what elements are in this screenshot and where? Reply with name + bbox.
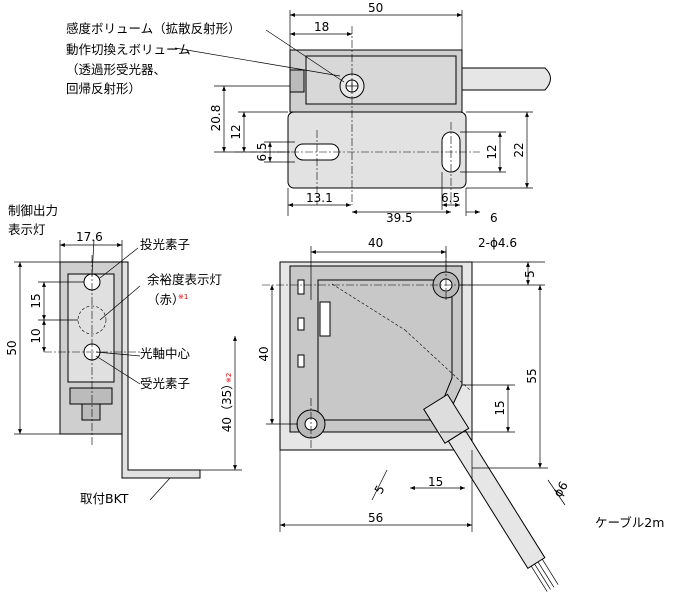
side-view bbox=[14, 239, 242, 501]
dim-top-width: 50 bbox=[368, 1, 383, 15]
dim-emitter-offset: 15 bbox=[29, 293, 43, 308]
label-output-indicator-1: 制御出力 bbox=[8, 203, 58, 218]
sensor-cover-top bbox=[305, 55, 457, 105]
dim-front-hole-vert: 40 bbox=[257, 346, 271, 361]
indicator-side bbox=[289, 69, 305, 93]
top-view bbox=[214, 10, 551, 216]
dim-side-height: 50 bbox=[5, 340, 19, 355]
dim-side-width: 17.6 bbox=[76, 230, 103, 244]
dim-cable-offset: 15 bbox=[493, 400, 507, 415]
label-sensitivity-volume: 感度ボリューム（拡散反射形） bbox=[66, 21, 241, 36]
front-view bbox=[262, 246, 566, 592]
label-cable: ケーブル2m bbox=[595, 515, 664, 530]
label-mode-volume-1: 動作切換えボリューム bbox=[66, 42, 191, 57]
label-emitter: 投光素子 bbox=[140, 237, 190, 252]
dim-slot-height: 6.5 bbox=[255, 142, 269, 161]
label-red: （赤） bbox=[147, 292, 185, 307]
label-receiver: 受光素子 bbox=[140, 376, 190, 391]
note-2: ※2 bbox=[225, 373, 233, 383]
dim-cable-horizontal: 15 bbox=[428, 475, 443, 489]
dim-bracket-slot-width: 6.5 bbox=[441, 191, 460, 205]
dim-bracket-hole-left: 13.1 bbox=[306, 191, 333, 205]
label-optical-axis: 光軸中心 bbox=[140, 346, 191, 361]
bracket-top bbox=[287, 111, 467, 189]
dim-bracket-hole-pitch: 39.5 bbox=[386, 211, 413, 225]
dim-front-width: 56 bbox=[368, 511, 383, 525]
dim-front-height: 55 bbox=[525, 368, 539, 383]
dim-axis-height: 40（35） bbox=[220, 378, 234, 433]
dim-slot-right-height: 12 bbox=[485, 144, 499, 159]
dim-emitter-center: 10 bbox=[29, 328, 43, 343]
label-mode-volume-2: （透過形受光器、 bbox=[66, 62, 166, 77]
dim-knob-height: 20.8 bbox=[209, 105, 223, 132]
label-output-indicator-2: 表示灯 bbox=[8, 222, 46, 237]
dim-bracket-upper: 12 bbox=[229, 124, 243, 139]
dim-bracket-height: 22 bbox=[512, 142, 526, 157]
cable-front bbox=[447, 429, 546, 569]
dim-hole-dia: 2-ϕ4.6 bbox=[478, 236, 517, 250]
dim-top-knob-offset: 18 bbox=[314, 20, 329, 34]
dim-front-hole-pitch: 40 bbox=[368, 236, 383, 250]
label-bracket: 取付BKT bbox=[80, 491, 129, 506]
label-stability-indicator: 余裕度表示灯 bbox=[147, 272, 222, 287]
dim-front-top-offset: 5 bbox=[523, 270, 537, 278]
note-1: ※1 bbox=[178, 293, 188, 301]
dim-cable-dia: ϕ6 bbox=[551, 479, 571, 500]
cable-top bbox=[461, 67, 551, 91]
dim-bracket-edge: 6 bbox=[490, 211, 498, 225]
label-mode-volume-3: 回帰反射形） bbox=[66, 81, 141, 96]
stability-indicator bbox=[77, 305, 107, 335]
